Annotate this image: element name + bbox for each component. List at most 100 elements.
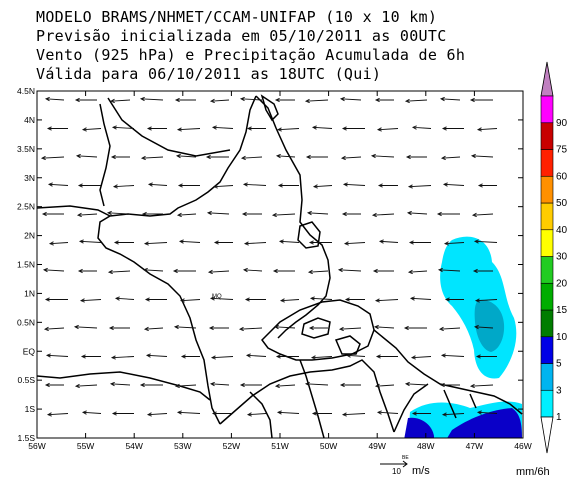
wind-arrow: [146, 412, 168, 417]
wind-arrow: [242, 439, 262, 443]
wind-arrow: [242, 267, 263, 273]
lat-tick-label: 2.5N: [17, 202, 35, 212]
wind-arrow: [474, 298, 498, 303]
wind-arrow: [375, 354, 398, 359]
wind-arrow: [238, 326, 263, 332]
wind-arrow: [75, 153, 98, 159]
wind-arrow: [140, 155, 164, 161]
wind-arrow: [107, 269, 131, 275]
wind-arrow: [176, 212, 197, 218]
colorbar-arrow-bottom: [540, 416, 554, 454]
wind-arrow: [441, 412, 465, 417]
colorbar-label: 3: [556, 385, 562, 396]
colorbar-segment: [540, 256, 554, 284]
wind-arrow: [176, 410, 201, 415]
wind-arrow: [44, 96, 65, 102]
colorbar-label: 40: [556, 225, 568, 236]
wind-arrow: [339, 96, 362, 102]
lon-tick-label: 53W: [174, 441, 191, 451]
wind-arrow: [205, 154, 229, 160]
wind-arrow: [310, 355, 333, 360]
small-island-3: [334, 335, 361, 355]
wind-arrow: [109, 381, 131, 387]
amazon-south-bank: [219, 359, 395, 433]
wind-arrow: [404, 381, 428, 387]
coastline-layer: [37, 94, 523, 438]
wind-arrow: [469, 383, 494, 389]
wind-arrow: [40, 155, 65, 161]
wind-arrow: [273, 324, 296, 330]
wind-arrow: [473, 239, 498, 244]
wind-arrow: [342, 439, 361, 443]
wind-arrow: [341, 211, 361, 217]
wind-arrow: [477, 183, 497, 188]
wind-arrow: [211, 411, 233, 416]
colorbar-units: mm/6h: [516, 466, 550, 478]
wind-arrow: [439, 96, 461, 102]
wind-arrow: [141, 211, 163, 217]
colorbar-segment: [540, 282, 554, 311]
precip-patch-sw-heavy: [404, 417, 434, 438]
wind-arrow: [207, 269, 230, 275]
wind-arrow: [240, 155, 263, 161]
wind-arrow: [473, 324, 494, 330]
wind-arrow: [403, 325, 427, 331]
wind-arrow: [48, 241, 69, 246]
wind-arrow: [210, 355, 234, 360]
small-island-1: [297, 221, 321, 249]
colorbar-segment: [540, 149, 554, 177]
model-title: MODELO BRAMS/NHMET/CCAM-UNIFAP (10 x 10 …: [36, 8, 438, 26]
wind-arrow: [443, 241, 465, 246]
wind-arrow: [142, 439, 163, 442]
wind-arrow: [113, 240, 134, 245]
wind-arrow: [374, 97, 394, 103]
wind-arrow: [208, 325, 229, 331]
wind-arrow: [275, 153, 296, 159]
wind-arrow: [274, 383, 296, 389]
lon-tick-label: 48W: [417, 441, 434, 451]
lat-tick-label: 4.5N: [17, 86, 35, 96]
macapa-label: MQ: [212, 294, 222, 300]
wind-arrow: [407, 184, 432, 189]
wind-arrow: [44, 297, 68, 302]
wind-arrow: [46, 126, 68, 131]
wind-arrow: [178, 239, 201, 244]
wind-arrow: [311, 125, 333, 130]
wind-arrow: [209, 296, 234, 301]
map-header: MODELO BRAMS/NHMET/CCAM-UNIFAP (10 x 10 …: [36, 8, 566, 84]
wind-arrow: [212, 184, 234, 189]
northern-rivers: [107, 97, 231, 157]
wind-arrow: [73, 324, 98, 330]
lat-tick-label: 3N: [24, 173, 35, 183]
wind-arrow: [342, 182, 366, 187]
colorbar-segment: [540, 389, 554, 418]
lon-tick-label: 47W: [466, 441, 483, 451]
wind-arrow: [441, 126, 464, 131]
wind-arrow: [279, 298, 300, 303]
wind-arrow: [147, 182, 168, 187]
wind-arrow: [41, 211, 64, 217]
wind-arrow: [341, 126, 365, 131]
wind-arrow: [308, 325, 328, 331]
lat-tick-label: 3.5N: [17, 144, 35, 154]
wind-arrow: [245, 353, 267, 358]
wind-arrow: [74, 383, 98, 389]
valid-time-line: Válida para 06/10/2011 as 18UTC (Qui): [36, 65, 382, 83]
wind-arrow: [406, 210, 428, 216]
wind-arrow: [410, 355, 432, 360]
wind-arrow: [404, 98, 428, 104]
wind-key-tag: BE: [402, 455, 409, 461]
north-cape: [260, 94, 279, 122]
wind-arrow: [139, 382, 163, 388]
precipitation-colorbar: [540, 61, 554, 454]
wind-arrow: [45, 353, 69, 358]
lat-tick-label: 1.5N: [17, 260, 35, 270]
lon-tick-label: 49W: [368, 441, 385, 451]
variables-line: Vento (925 hPa) e Precipitação Acumulada…: [36, 46, 466, 64]
colorbar-label: 60: [556, 171, 568, 182]
wind-arrow: [374, 298, 399, 303]
lat-tick-label: 2N: [24, 231, 35, 241]
wind-arrow: [110, 154, 130, 160]
